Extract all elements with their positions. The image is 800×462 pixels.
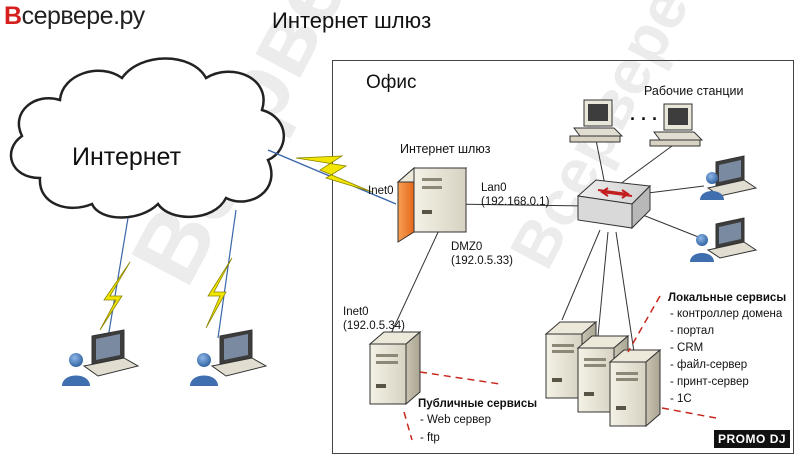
workstation-right [649, 103, 704, 147]
logo-prefix: В [4, 2, 22, 30]
gateway-title: Интернет шлюз [400, 142, 491, 156]
promo-badge-right: DJ [769, 432, 787, 446]
wan-lightning [295, 155, 373, 193]
gateway-dmz0-label: DMZ0 [451, 241, 483, 253]
gateway-lan0-ip: (192.168.0.1) [481, 196, 550, 208]
gateway-dmz0-ip: (192.0.5.33) [451, 255, 514, 267]
client-lightning-right [205, 257, 233, 329]
client-lightning-left [99, 261, 131, 331]
gateway-inet0-label: Inet0 [368, 185, 394, 197]
office-user-laptop-1 [700, 155, 758, 200]
local-service-item: - файл-сервер [670, 359, 748, 371]
office-boundary [332, 60, 794, 454]
gateway-lan0-label: Lan0 [481, 182, 507, 194]
page-title: Интернет шлюз [272, 8, 432, 33]
local-server-3 [608, 348, 662, 428]
public-server [368, 330, 422, 406]
workstation-left [569, 99, 624, 143]
office-label: Офис [366, 72, 417, 93]
promo-badge: PROMO DJ [714, 430, 791, 448]
remote-user-right [190, 329, 268, 386]
internet-cloud [9, 57, 285, 219]
public-service-item: - Web сервер [420, 414, 491, 426]
gateway-server [396, 166, 468, 243]
local-service-item: - принт-сервер [670, 376, 749, 388]
site-logo: Всервере.ру [4, 2, 145, 31]
remote-user-left [62, 329, 140, 386]
office-user-laptop-2 [690, 217, 758, 262]
internet-label: Интернет [72, 143, 182, 171]
local-service-item: - CRM [670, 342, 704, 354]
public-server-inet0-ip: (192.0.5.34) [343, 320, 406, 332]
public-server-inet0-label: Inet0 [343, 306, 369, 318]
workstations-label: Рабочие станции [644, 84, 744, 98]
local-service-item: - контроллер домена [670, 308, 783, 320]
public-service-item: - ftp [420, 432, 440, 444]
logo-rest: сервере.ру [21, 2, 146, 30]
promo-badge-left: PROMO [718, 432, 766, 446]
local-service-item: - 1С [670, 393, 692, 405]
network-switch [576, 179, 652, 230]
local-service-item: - портал [670, 325, 715, 337]
local-services-title: Локальные сервисы [668, 292, 787, 304]
public-services-title: Публичные сервисы [418, 398, 538, 410]
workstations-ellipsis: · · · [630, 109, 658, 129]
